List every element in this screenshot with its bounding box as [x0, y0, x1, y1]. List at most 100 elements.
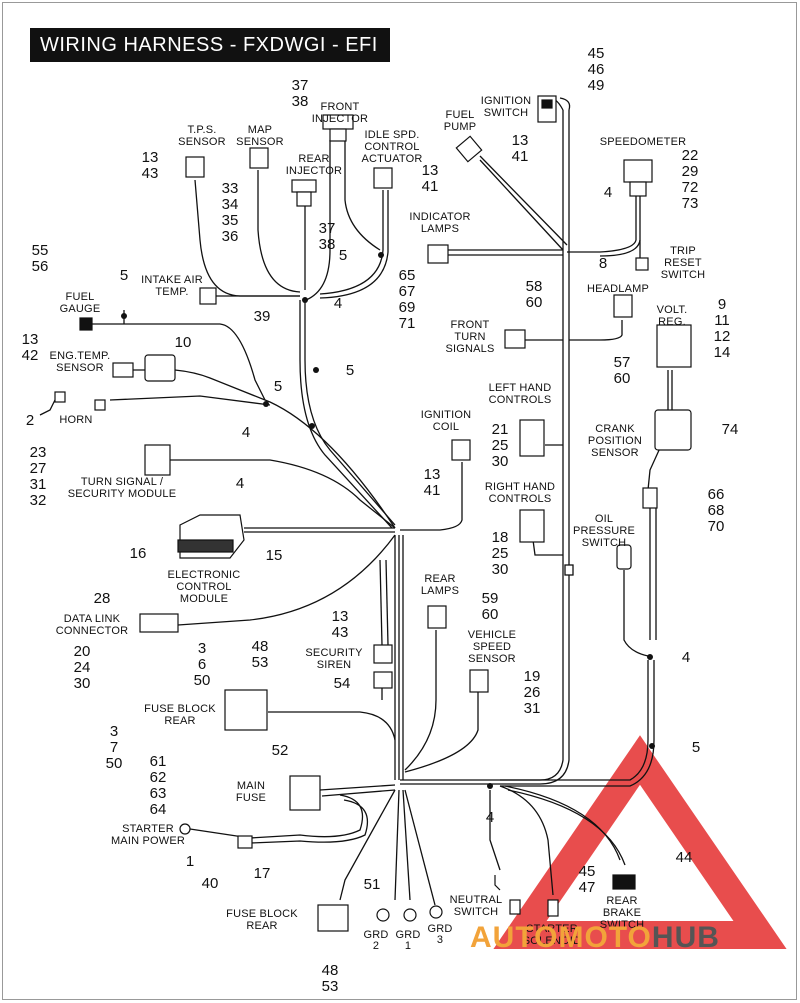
ecm-module: [177, 514, 245, 559]
crank-sensor-connector: [642, 487, 658, 509]
horn-label: HORN: [59, 414, 92, 426]
fuel-pump-connector: [455, 135, 483, 163]
speedometer-label: SPEEDOMETER: [600, 136, 687, 148]
intake-air-ref4: 4: [334, 295, 342, 312]
fuse-block-rear-2-ref51: 51: [364, 876, 381, 893]
indicator-lamps-ref5: 5: [339, 247, 347, 264]
part-74-module: [654, 409, 692, 451]
left-hand-connector: [519, 419, 545, 457]
headlamp-label: HEADLAMP: [587, 283, 649, 295]
ignition-switch-connector: [537, 95, 557, 123]
watermark-triangle: [493, 735, 787, 949]
volt-reg-connector: [656, 324, 692, 368]
junction-ref4b: 4: [486, 809, 494, 826]
main-fuse-block: [289, 775, 321, 811]
horn-ref5: 5: [274, 378, 282, 395]
right-hand-connector: [519, 509, 545, 543]
starter-main-ref17: 17: [254, 865, 271, 882]
fuse-block-rear-bottom: [317, 904, 349, 932]
speedometer-ref-4: 4: [604, 184, 612, 201]
fuse-block-rear-ref52: 52: [272, 742, 289, 759]
horn-ref: 2: [26, 412, 34, 429]
components: [54, 95, 692, 932]
rear-brake-ref44: 44: [676, 849, 693, 866]
intake-air-connector: [199, 287, 217, 305]
neutral-switch: [494, 875, 521, 915]
fuel-gauge-connector: [79, 317, 93, 331]
eng-temp-ref5: 5: [346, 362, 354, 379]
tps-connector: [185, 156, 205, 178]
watermark-moto: MOTO: [558, 921, 652, 954]
junction-markers: [121, 252, 655, 789]
starter-main-ref40: 40: [202, 875, 219, 892]
vss-connector: [469, 669, 489, 693]
part-17-clip: [237, 835, 253, 849]
ecm-ref16: 16: [130, 545, 147, 562]
speedometer-connector: [623, 159, 653, 197]
horn-connectors: [54, 391, 106, 411]
front-injector-connector: [322, 114, 354, 142]
diagram-title: WIRING HARNESS - FXDWGI - EFI: [30, 28, 390, 62]
security-siren-ref54: 54: [334, 675, 351, 692]
eng-temp-ref10: 10: [175, 334, 192, 351]
data-link-ref28: 28: [94, 590, 111, 607]
rear-injector-connector: [291, 179, 317, 207]
security-siren-connector: [373, 644, 393, 689]
trip-reset-ref: 8: [599, 255, 607, 272]
oil-pressure-switch: [616, 544, 632, 570]
eng-temp-connector: [112, 354, 176, 382]
tps-sensor-label: T.P.S.SENSOR: [178, 124, 226, 148]
front-turn-connector: [504, 329, 526, 349]
ecm-ref15: 15: [266, 547, 283, 564]
turn-signal-module: [144, 444, 171, 476]
starter-main-ref1: 1: [186, 853, 194, 870]
idle-speed-connector: [373, 167, 393, 189]
watermark-hub: HUB: [651, 921, 720, 954]
fuel-gauge-ref5: 5: [120, 267, 128, 284]
